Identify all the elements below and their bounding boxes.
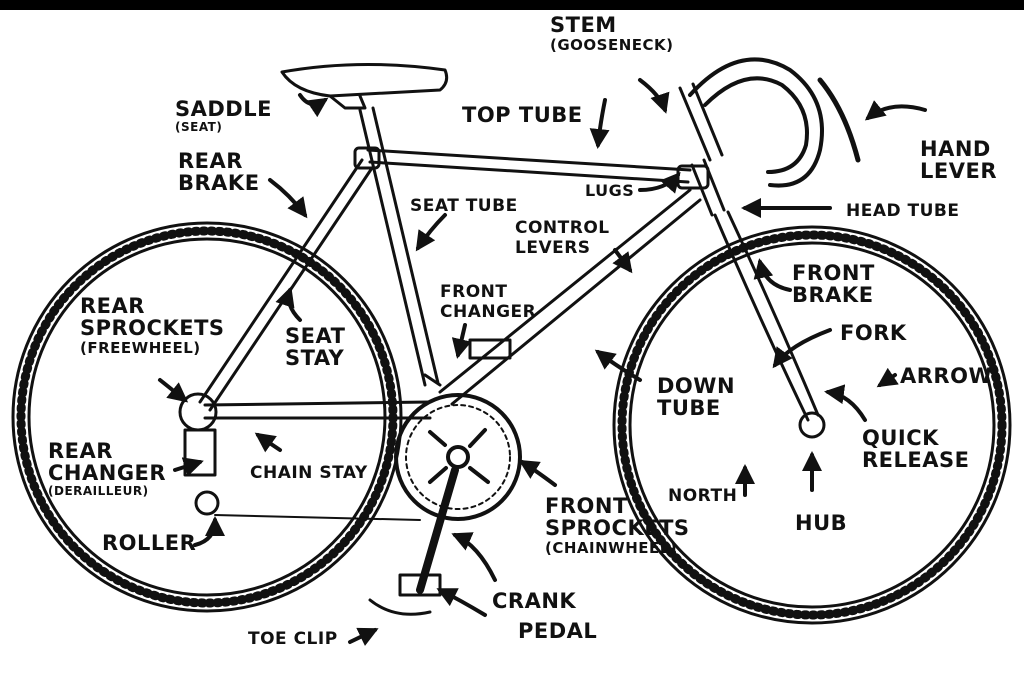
label-hand-lever-1: HAND bbox=[920, 137, 991, 161]
label-rear-sprockets: REAR SPROCKETS (FREEWHEEL) bbox=[80, 295, 225, 357]
label-front-changer-1: FRONT bbox=[440, 282, 508, 302]
chainwheel bbox=[368, 393, 522, 616]
label-front-changer-2: CHANGER bbox=[440, 302, 537, 322]
label-front-sprockets-1: FRONT bbox=[545, 494, 628, 518]
label-saddle: SADDLE (SEAT) bbox=[175, 98, 272, 134]
label-hand-lever: HAND LEVER bbox=[920, 138, 997, 182]
label-roller: ROLLER bbox=[102, 531, 197, 555]
label-north: NORTH bbox=[668, 486, 738, 506]
top-border bbox=[0, 0, 1024, 10]
label-quick-release-1: QUICK bbox=[862, 426, 939, 450]
handlebar bbox=[688, 57, 861, 188]
label-stem: STEM (GOOSENECK) bbox=[550, 14, 674, 54]
label-saddle-text: SADDLE bbox=[175, 97, 272, 121]
label-front-brake-1: FRONT bbox=[792, 261, 875, 285]
label-stem-text: STEM bbox=[550, 13, 617, 37]
label-lugs: LUGS bbox=[585, 181, 635, 200]
label-hub: HUB bbox=[795, 511, 848, 535]
saddle bbox=[280, 62, 449, 110]
label-rear-sprockets-1: REAR bbox=[80, 294, 145, 318]
label-seat-stay: SEAT STAY bbox=[285, 325, 345, 369]
label-head-tube: HEAD TUBE bbox=[846, 201, 960, 221]
label-rear-sprockets-2: SPROCKETS bbox=[80, 316, 225, 340]
rear-derailleur bbox=[178, 392, 421, 521]
label-saddle-alt: (SEAT) bbox=[175, 120, 223, 134]
label-crank: CRANK bbox=[492, 589, 577, 613]
label-quick-release: QUICK RELEASE bbox=[862, 427, 969, 471]
annotation-arrows bbox=[158, 78, 927, 646]
label-chain-stay: CHAIN STAY bbox=[250, 463, 368, 483]
label-rear-changer-1: REAR bbox=[48, 439, 113, 463]
label-seat-tube: SEAT TUBE bbox=[410, 196, 518, 216]
label-rear-brake-1: REAR bbox=[178, 149, 243, 173]
label-seat-stay-2: STAY bbox=[285, 346, 345, 370]
label-front-sprockets-2: SPROCKETS bbox=[545, 516, 690, 540]
label-rear-changer: REAR CHANGER (DERAILLEUR) bbox=[48, 440, 166, 498]
label-toe-clip: TOE CLIP bbox=[248, 629, 338, 649]
label-arrow: ARROW bbox=[900, 364, 993, 388]
label-rear-brake-2: BRAKE bbox=[178, 171, 260, 195]
label-rear-changer-3: (DERAILLEUR) bbox=[48, 484, 149, 498]
label-front-changer: FRONT CHANGER bbox=[440, 282, 536, 322]
label-rear-brake: REAR BRAKE bbox=[178, 150, 260, 194]
label-rear-changer-2: CHANGER bbox=[48, 461, 167, 485]
label-fork: FORK bbox=[840, 321, 907, 345]
label-front-sprockets: FRONT SPROCKETS (CHAINWHEEL) bbox=[545, 495, 690, 557]
label-seat-stay-1: SEAT bbox=[285, 324, 346, 348]
label-control-levers-1: CONTROL bbox=[515, 218, 610, 238]
label-down-tube-1: DOWN bbox=[657, 374, 736, 398]
label-pedal: PEDAL bbox=[518, 619, 598, 643]
label-hand-lever-2: LEVER bbox=[920, 159, 997, 183]
label-top-tube: TOP TUBE bbox=[462, 103, 583, 127]
label-quick-release-2: RELEASE bbox=[862, 448, 970, 472]
label-down-tube: DOWN TUBE bbox=[657, 375, 735, 419]
label-front-brake-2: BRAKE bbox=[792, 283, 874, 307]
label-rear-sprockets-3: (FREEWHEEL) bbox=[80, 339, 201, 357]
label-stem-alt: (GOOSENECK) bbox=[550, 36, 674, 54]
label-front-sprockets-3: (CHAINWHEEL) bbox=[545, 539, 678, 557]
label-front-brake: FRONT BRAKE bbox=[792, 262, 875, 306]
label-down-tube-2: TUBE bbox=[657, 396, 721, 420]
label-control-levers-2: LEVERS bbox=[515, 238, 591, 258]
front-wheel bbox=[612, 225, 1012, 625]
label-control-levers: CONTROL LEVERS bbox=[515, 218, 610, 258]
